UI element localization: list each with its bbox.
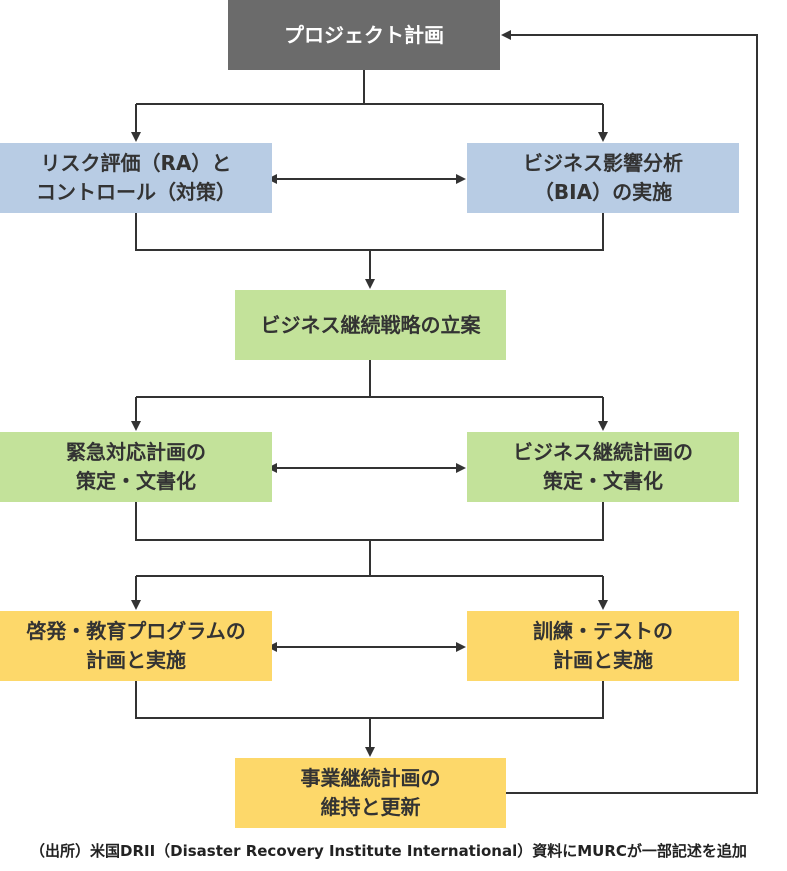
- connector-split-3: [136, 540, 603, 577]
- bcp-label-line1: ビジネス継続計画の: [513, 440, 693, 464]
- education-label-line1: 啓発・教育プログラムの: [26, 619, 246, 643]
- training-label-line2: 計画と実施: [553, 648, 653, 672]
- connector-merge-3: [135, 681, 604, 719]
- connector-strategy-split: [136, 360, 603, 398]
- project-plan-label: プロジェクト計画: [284, 22, 444, 47]
- business-continuity-plan-box: ビジネス継続計画の 策定・文書化: [467, 432, 739, 502]
- bia-label-line2: （BIA）の実施: [533, 180, 673, 204]
- training-testing-box: 訓練・テストの 計画と実施: [467, 611, 739, 681]
- emergency-plan-label-line2: 策定・文書化: [76, 469, 196, 493]
- continuity-strategy-label: ビジネス継続戦略の立案: [260, 312, 481, 337]
- emergency-response-plan-box: 緊急対応計画の 策定・文書化: [0, 432, 272, 502]
- project-plan-box: プロジェクト計画: [228, 0, 500, 70]
- connector-merge-1: [135, 213, 604, 251]
- connector-merge-2: [135, 502, 604, 541]
- education-label-line2: 計画と実施: [86, 648, 186, 672]
- business-impact-analysis-box: ビジネス影響分析 （BIA）の実施: [467, 143, 739, 213]
- risk-assessment-label-line1: リスク評価（RA）と: [40, 151, 232, 175]
- risk-assessment-label-line2: コントロール（対策）: [36, 180, 236, 204]
- emergency-plan-label-line1: 緊急対応計画の: [66, 440, 206, 464]
- source-note: （出所）米国DRII（Disaster Recovery Institute I…: [30, 842, 747, 860]
- continuity-strategy-box: ビジネス継続戦略の立案: [235, 290, 506, 360]
- connector-plan-split: [136, 70, 603, 105]
- arrow-feedback-loop: [501, 30, 758, 794]
- risk-assessment-box: リスク評価（RA）と コントロール（対策）: [0, 143, 272, 213]
- maintenance-label-line1: 事業継続計画の: [300, 766, 441, 790]
- plan-maintenance-box: 事業継続計画の 維持と更新: [235, 758, 506, 828]
- bia-label-line1: ビジネス影響分析: [523, 151, 683, 175]
- training-label-line1: 訓練・テストの: [533, 619, 673, 643]
- maintenance-label-line2: 維持と更新: [320, 795, 421, 819]
- awareness-education-box: 啓発・教育プログラムの 計画と実施: [0, 611, 272, 681]
- bcp-label-line2: 策定・文書化: [543, 469, 663, 493]
